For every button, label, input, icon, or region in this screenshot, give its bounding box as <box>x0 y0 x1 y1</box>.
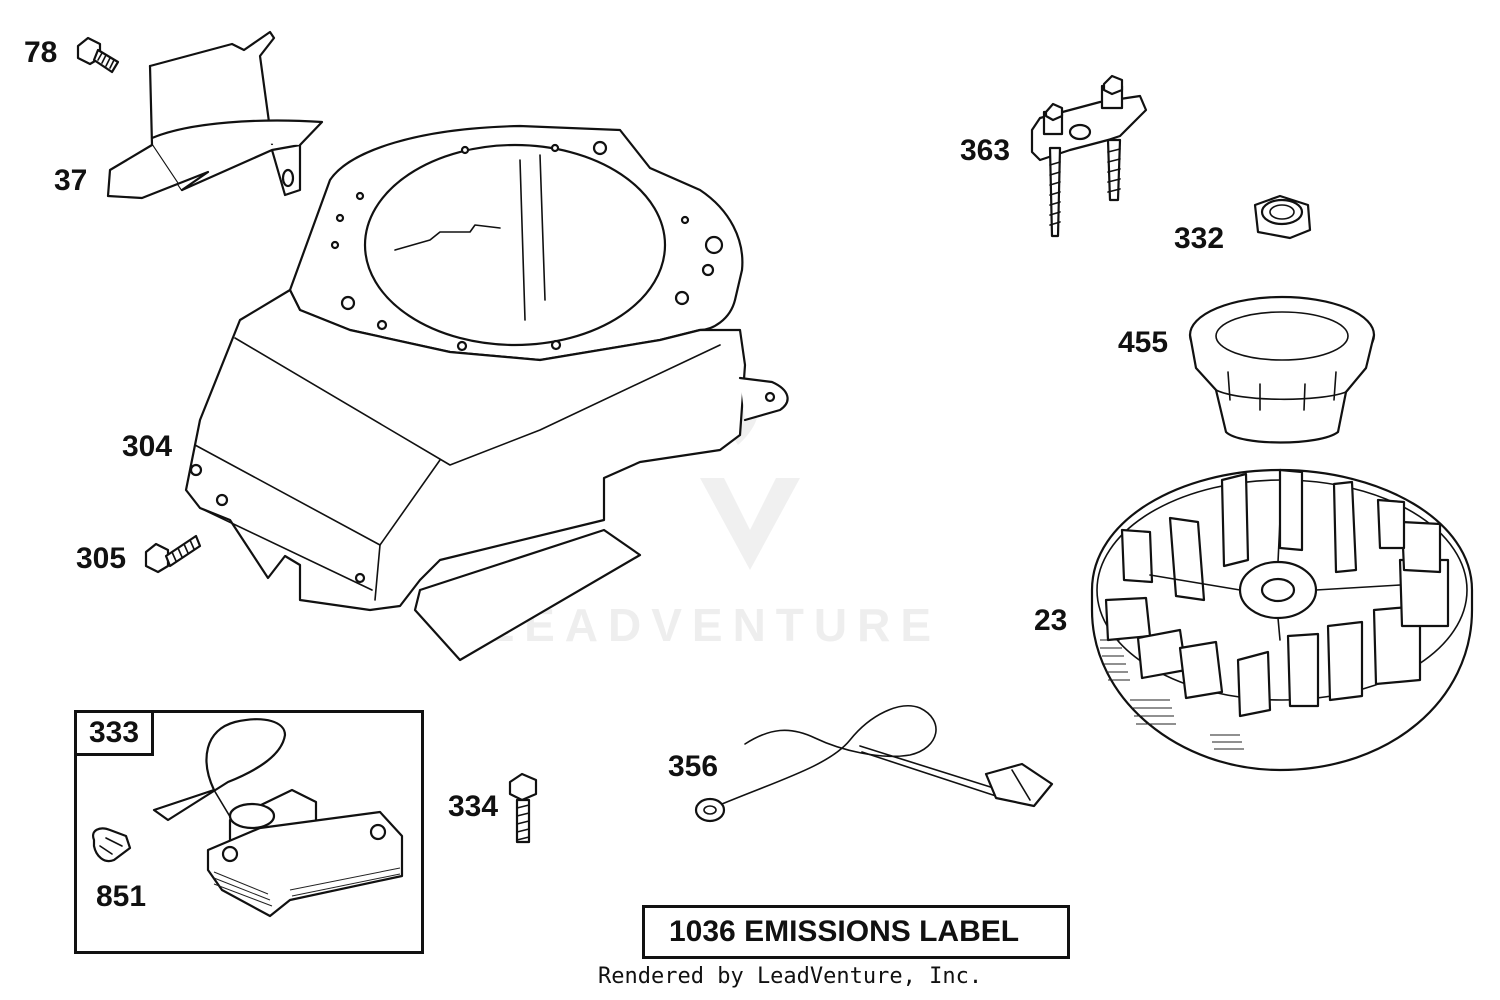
label-37: 37 <box>54 164 88 197</box>
part-23-flywheel[interactable] <box>1090 468 1474 772</box>
part-305-bolt[interactable] <box>144 534 202 574</box>
part-356-ground-wire[interactable] <box>694 705 1054 823</box>
label-305: 305 <box>76 542 127 575</box>
label-78: 78 <box>24 36 58 69</box>
emissions-label-box: 1036 EMISSIONS LABEL <box>642 905 1070 959</box>
label-334: 334 <box>448 790 499 823</box>
part-455-starter-cup[interactable] <box>1188 295 1376 444</box>
part-851-clip[interactable] <box>92 827 132 863</box>
part-332-nut[interactable] <box>1253 194 1312 240</box>
part-363-bracket[interactable] <box>1030 74 1148 238</box>
part-304-blower-housing[interactable] <box>184 124 789 662</box>
part-334-screw[interactable] <box>508 772 538 844</box>
label-851: 851 <box>96 880 147 913</box>
part-333-armature[interactable] <box>152 718 404 918</box>
label-304: 304 <box>122 430 173 463</box>
label-23: 23 <box>1034 604 1068 637</box>
part-78-bolt[interactable] <box>76 36 120 74</box>
watermark-text: LEADVENTURE <box>486 599 942 651</box>
label-356: 356 <box>668 750 719 783</box>
label-455: 455 <box>1118 326 1169 359</box>
inset-box-333 <box>74 710 424 954</box>
label-332: 332 <box>1174 222 1225 255</box>
label-333: 333 <box>74 710 154 756</box>
rendered-by-footer: Rendered by LeadVenture, Inc. <box>598 964 983 989</box>
part-37-air-guide[interactable] <box>106 30 324 200</box>
label-363: 363 <box>960 134 1011 167</box>
